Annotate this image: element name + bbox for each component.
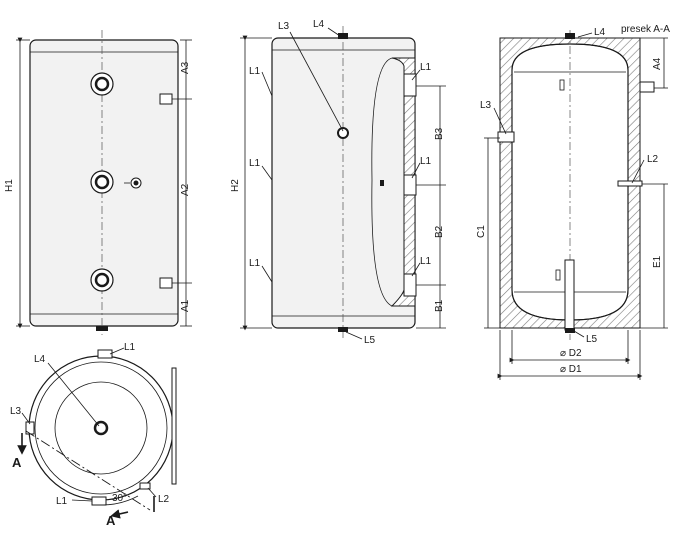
top-label-l1-top: L1 [124,342,136,353]
top-label-l2: L2 [158,494,170,505]
side-label-l1-top: L1 [249,66,261,77]
side-nozzle-middle [403,174,417,196]
top-inner-ring [54,381,148,475]
dim-h1: H1 [4,179,15,192]
section-nozzle-a4 [639,81,655,93]
angle-label: 30° [112,493,127,504]
dim-a3: A3 [180,61,191,74]
side-nozzle-top [403,73,417,97]
front-sensor-port [124,177,142,189]
front-side-nozzle-top [159,93,173,105]
top-mounting-plate [171,367,177,485]
side-label-l4: L4 [313,19,325,30]
section-label-l2: L2 [647,154,659,165]
dim-b2: B2 [434,225,445,238]
side-nozzle-bottom [403,273,417,297]
dim-c1: C1 [476,225,487,238]
dim-b3: B3 [434,127,445,140]
section-label-l5: L5 [586,334,598,345]
section-inner-vessel [511,43,629,321]
front-view: H1 A3 A2 A1 [4,30,192,335]
section-sensor-l2 [617,180,643,187]
side-label-l1-right-mid: L1 [420,156,432,167]
front-port-bottom [90,268,114,292]
section-mark-left: A [12,455,22,470]
side-label-l3: L3 [278,21,290,32]
side-label-l1-right-top: L1 [420,62,432,73]
side-label-l1-right-bot: L1 [420,256,432,267]
dim-e1: E1 [652,255,663,268]
top-label-l4: L4 [34,354,46,365]
side-bottom-drain [338,327,348,332]
section-label-l3: L3 [480,100,492,111]
dim-a1: A1 [180,299,191,312]
dim-h2: H2 [230,179,241,192]
side-cutaway-curve [371,57,393,307]
top-view: A A L4 L1 L3 L1 L2 30° [10,342,177,528]
side-label-l1-bot: L1 [249,258,261,269]
section-view: presek A-A L4 L3 L2 L5 C1 A4 E1 ⌀ D2 ⌀ D… [476,24,670,380]
side-label-l1-mid: L1 [249,158,261,169]
dim-b1: B1 [434,299,445,312]
section-title: presek A-A [621,24,670,35]
dim-d1: ⌀ D1 [560,364,582,375]
front-port-top [90,72,114,96]
dim-a2: A2 [180,183,191,196]
side-view: L1 L1 L1 L1 L1 L1 L3 L4 L5 H2 B3 B2 B1 [230,19,446,346]
section-mark-bottom: A [106,513,116,528]
front-bottom-drain [96,326,108,331]
front-side-nozzle-bottom [159,277,173,289]
side-label-l5: L5 [364,335,376,346]
side-port-l3 [337,127,349,139]
top-label-l3: L3 [10,406,22,417]
section-label-l4: L4 [594,27,606,38]
front-port-middle [90,170,114,194]
section-inner-pipe [564,259,575,331]
side-top-nozzle [338,33,348,39]
section-nozzle-l3 [497,131,515,143]
dim-d2: ⌀ D2 [560,348,582,359]
dim-a4: A4 [652,57,663,70]
side-tank-body [271,37,416,329]
top-label-l1-bottom: L1 [56,496,68,507]
